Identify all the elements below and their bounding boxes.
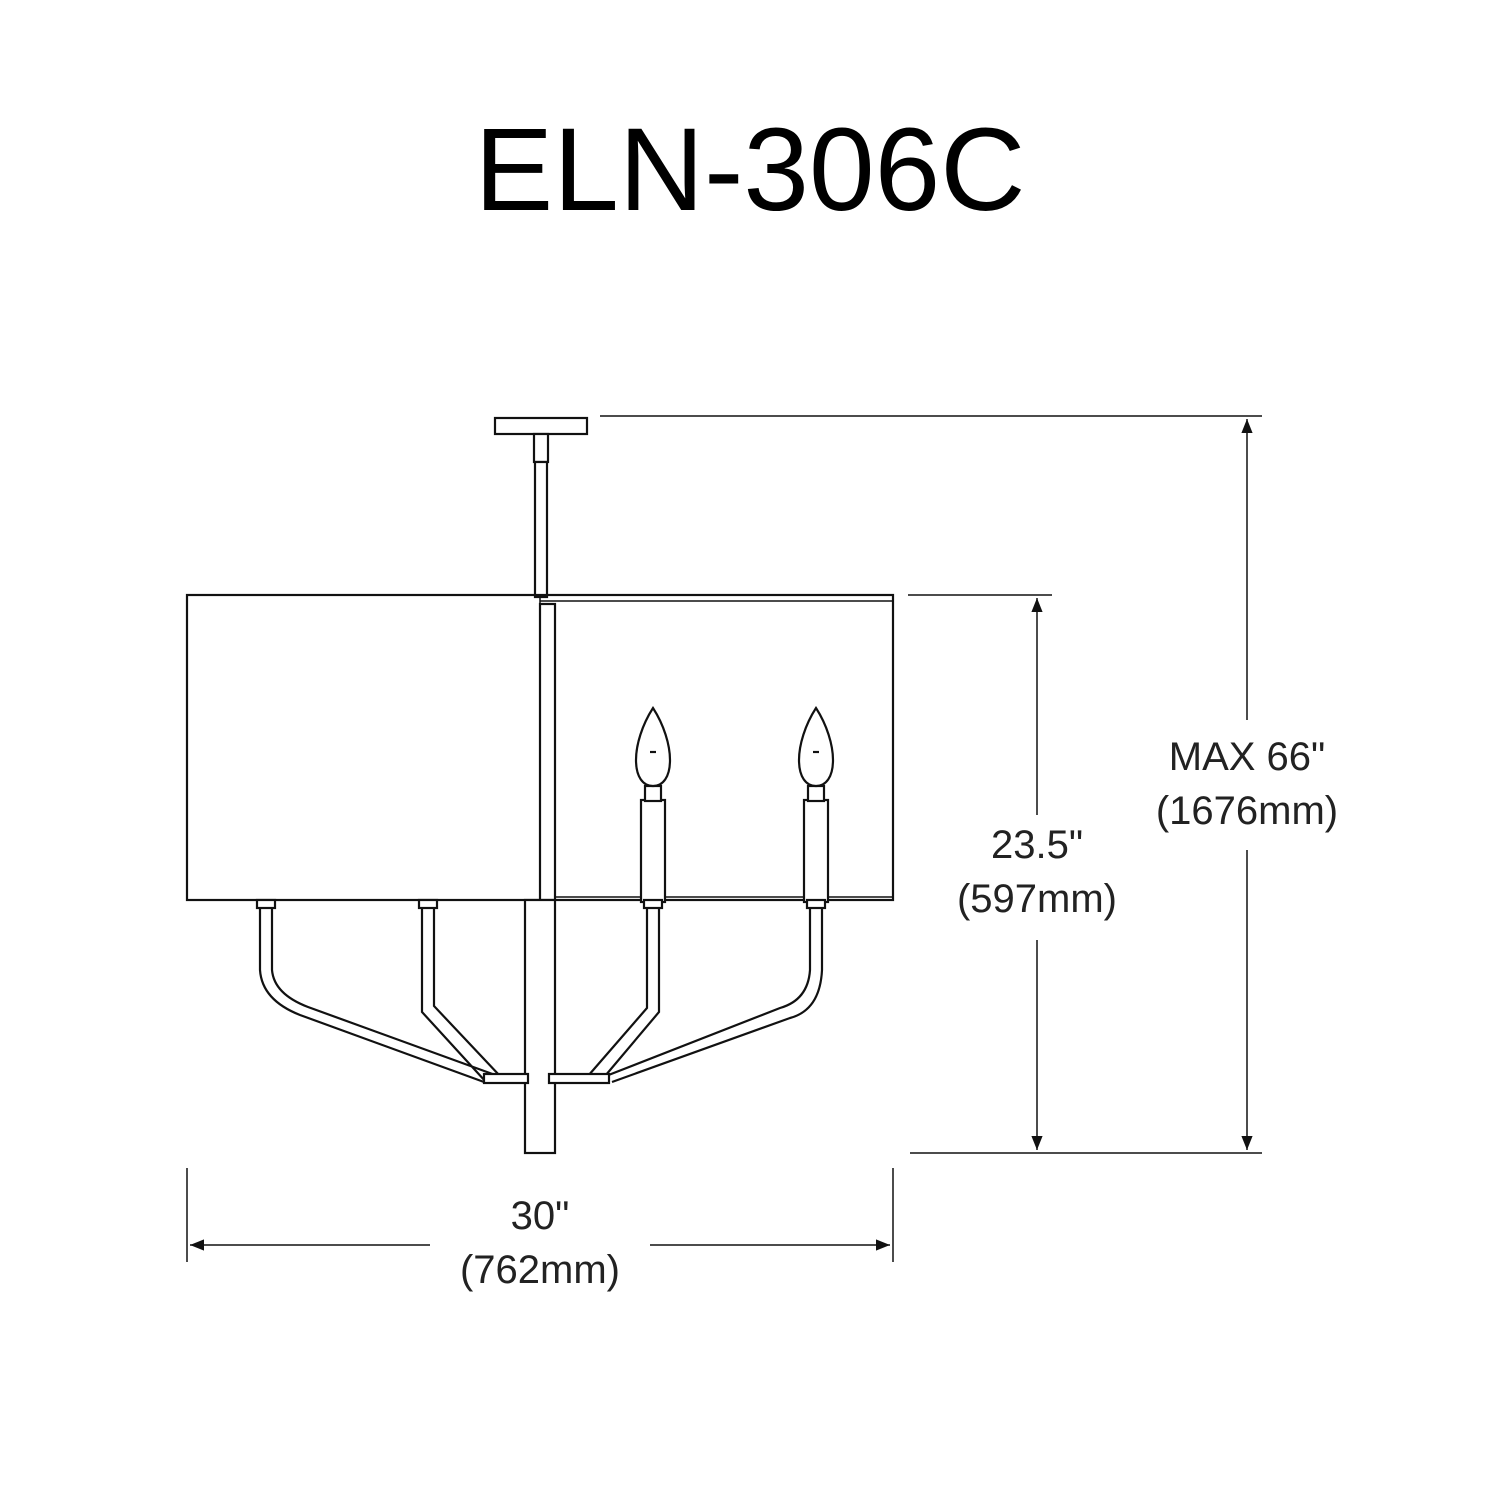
canopy [493,416,589,436]
candle-socket-1 [634,705,672,904]
max-height-dimension [600,415,1262,1154]
arm-cup-1 [255,898,277,910]
width-imperial-label: 30" [511,1194,570,1238]
center-finial-post [523,898,557,1155]
arm-cup-2 [417,898,439,910]
width-dimension [186,1168,894,1262]
max-height-imperial-label: MAX 66" [1169,735,1325,779]
body-height-dimension [908,594,1052,1150]
model-title: ELN-306C [475,104,1026,236]
candle-socket-2 [797,705,835,904]
center-column [538,602,557,902]
body-height-imperial-label: 23.5" [991,823,1083,867]
canopy-stem [532,432,550,464]
arms [258,908,824,1085]
width-metric-label: (762mm) [460,1248,620,1292]
body-height-metric-label: (597mm) [957,877,1117,921]
downrod [533,460,549,599]
arm-cup-4 [805,898,827,910]
arm-cup-3 [642,898,664,910]
max-height-metric-label: (1676mm) [1156,789,1338,833]
